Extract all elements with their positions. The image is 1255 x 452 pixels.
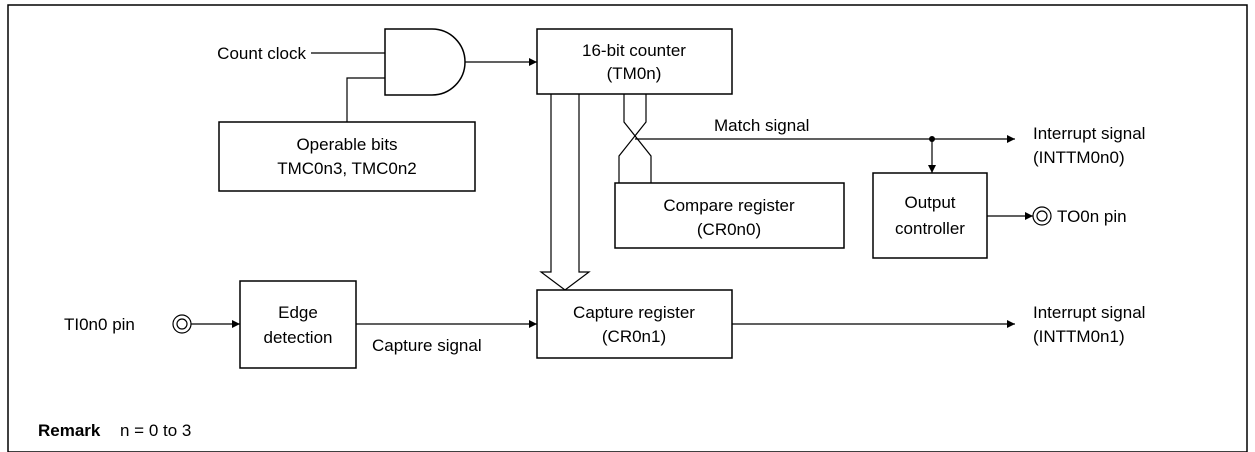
output-controller-box [872,172,988,259]
output-controller-sublabel: controller [895,219,965,238]
ti-pin-label: TI0n0 pin [64,315,135,334]
capture-register-label: Capture register [573,303,695,322]
interrupt-capture-sublabel: (INTTM0n1) [1033,327,1125,346]
counter-box [536,28,733,95]
operable-bits-label: Operable bits [296,135,397,154]
to-pin-icon-inner [1036,210,1048,222]
to-pin-label: TO0n pin [1057,207,1127,226]
match-signal-label: Match signal [714,116,809,135]
operable-bits-box [218,121,476,192]
interrupt-capture-label: Interrupt signal [1033,303,1145,322]
ti-pin-icon-inner [176,318,188,330]
compare-register-box [614,182,845,249]
capture-register-box [536,289,733,359]
interrupt-match-sublabel: (INTTM0n0) [1033,148,1125,167]
edge-detection-label: Edge [278,303,318,322]
remark-label: Remark [38,421,101,440]
operable-bits-sublabel: TMC0n3, TMC0n2 [277,159,417,178]
enable-line [346,77,385,122]
capture-register-sublabel: (CR0n1) [602,327,666,346]
compare-register-sublabel: (CR0n0) [697,220,761,239]
compare-register-label: Compare register [663,196,795,215]
capture-signal-label: Capture signal [372,336,482,355]
output-controller-label: Output [904,193,955,212]
remark-text: n = 0 to 3 [120,421,191,440]
counter-sublabel: (TM0n) [607,64,662,83]
counter-label: 16-bit counter [582,41,686,60]
edge-detection-sublabel: detection [264,328,333,347]
interrupt-match-label: Interrupt signal [1033,124,1145,143]
and-gate [384,28,466,96]
edge-detection-box [239,280,357,369]
count-clock-label: Count clock [217,44,306,63]
